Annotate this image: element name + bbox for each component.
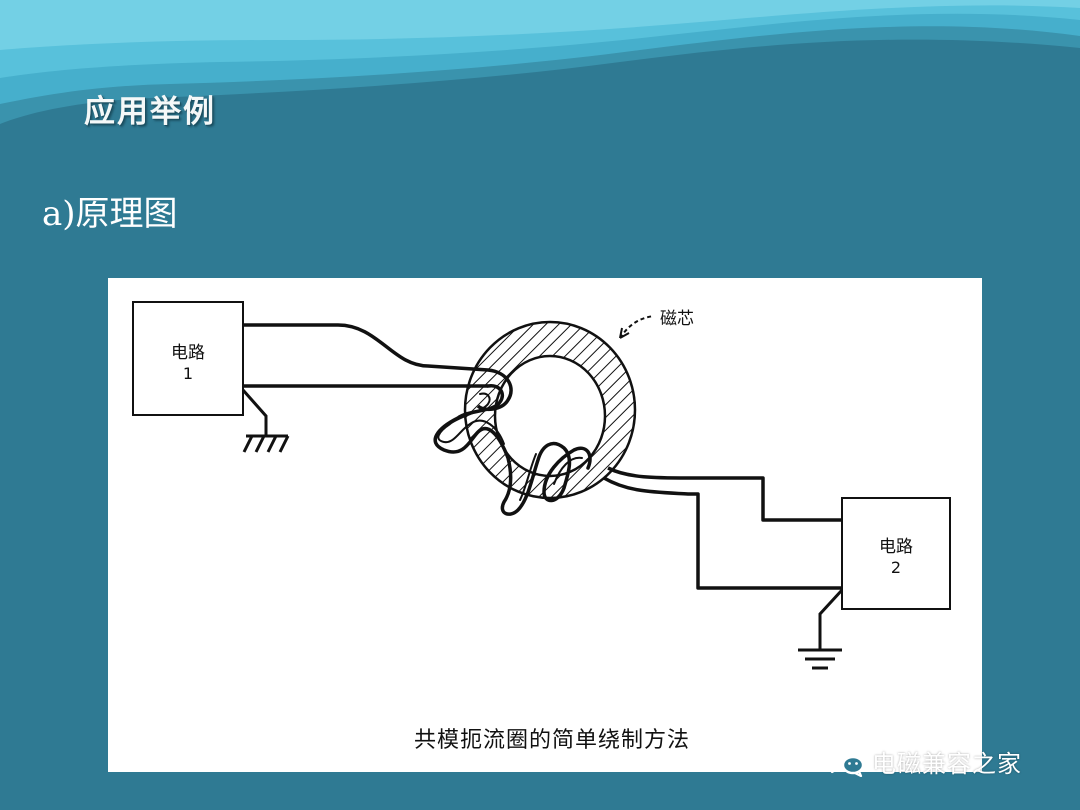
watermark-text: 电磁兼容之家 — [872, 749, 1022, 778]
wire-upper — [243, 323, 513, 412]
circuit-2-number: 2 — [890, 558, 902, 577]
ground-symbol-2 — [798, 588, 844, 670]
wire-to-circuit-2-lower — [603, 476, 842, 590]
ferrite-core — [463, 320, 637, 500]
wire-to-circuit-2-upper — [607, 466, 842, 522]
slide-subtitle: a)原理图 — [42, 194, 178, 234]
circuit-2-label: 电路 — [879, 537, 913, 557]
choke-winding-diagram — [132, 301, 951, 670]
circuit-2-box — [841, 497, 951, 610]
diagram-caption: 共模扼流圈的简单绕制方法 — [414, 728, 691, 753]
core-label: 磁芯 — [660, 309, 694, 329]
circuit-1-label: 电路 — [171, 343, 205, 363]
circuit-1-box — [132, 301, 244, 416]
diagram-panel: 电路 1 电路 2 磁芯 共模扼流圈的简单绕制方法 — [108, 278, 982, 772]
watermark: 电磁兼容之家 — [826, 743, 1022, 779]
slide-title: 应用举例 — [84, 94, 216, 130]
winding-turns — [433, 384, 592, 516]
ground-symbol-1 — [241, 389, 290, 453]
header-wave-decoration — [0, 0, 1080, 124]
wechat-icon — [827, 746, 865, 777]
circuit-1-number: 1 — [182, 364, 194, 383]
core-label-leader — [619, 315, 655, 339]
